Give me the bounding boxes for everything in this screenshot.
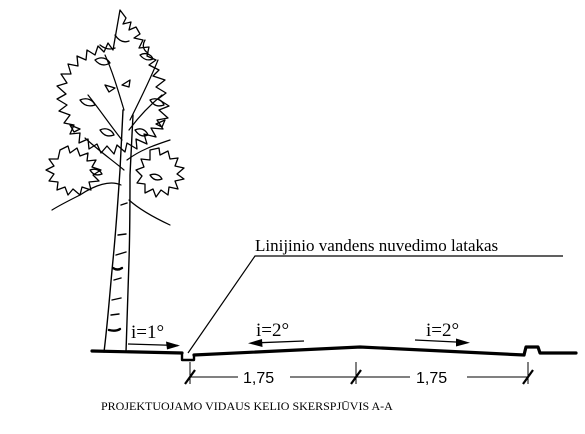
arrow-right-icon <box>456 338 470 347</box>
tree-illustration <box>45 9 185 353</box>
arrow-left-icon <box>248 339 263 347</box>
slope-indicator-2: i=2° <box>248 320 305 347</box>
slope-label: i=2° <box>426 320 459 341</box>
road-profile <box>192 345 526 357</box>
dimension-tick <box>350 369 362 385</box>
slope-indicator-3: i=2° <box>414 320 470 347</box>
callout: Linijinio vandens nuvedimo latakas <box>187 236 563 354</box>
dimension-tick <box>522 369 534 385</box>
road-surface <box>90 345 578 362</box>
dimension-label-2: 1,75 <box>416 370 447 387</box>
tree-trunk <box>103 109 134 353</box>
slope-label: i=2° <box>256 320 289 341</box>
drain-channel <box>180 351 196 362</box>
slope-indicator-1: i=1° <box>127 322 180 350</box>
tree-foliage <box>45 9 185 198</box>
dimension-label-1: 1,75 <box>243 370 274 387</box>
callout-leader-line <box>187 255 563 354</box>
section-title: PROJEKTUOJAMO VIDAUS KELIO SKERSPJŪVIS A… <box>101 399 393 413</box>
tree-branches <box>51 54 171 226</box>
callout-label: Linijinio vandens nuvedimo latakas <box>255 236 498 255</box>
dimension-line <box>184 362 534 385</box>
curb <box>522 345 578 357</box>
dimension-tick <box>184 369 196 385</box>
ground-line-left <box>90 349 184 355</box>
slope-label: i=1° <box>131 322 164 343</box>
arrow-right-icon <box>166 341 180 350</box>
